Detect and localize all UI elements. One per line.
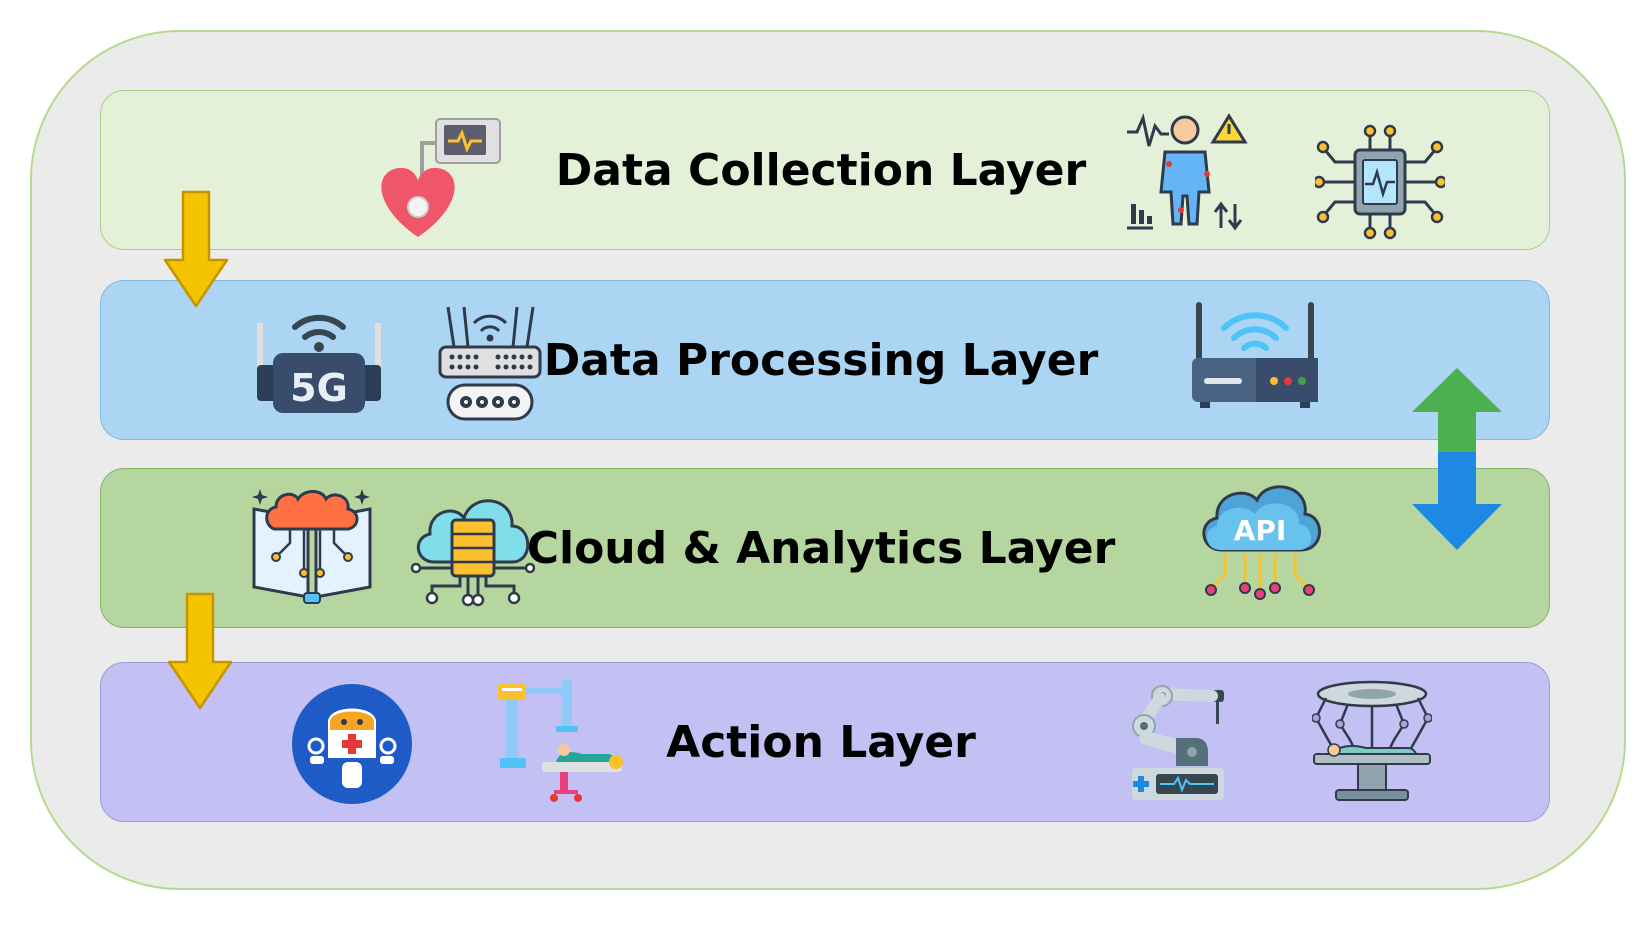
ai-brain-book-icon [252, 489, 372, 604]
flow-down-arrow [167, 592, 233, 710]
up-arrow-icon [1412, 368, 1502, 464]
data-collection-layer: Data Collection Layer [100, 90, 1550, 250]
layer-title: Action Layer [666, 717, 976, 768]
wifi-router-icon [1192, 302, 1318, 408]
5g-label: 5G [290, 366, 348, 410]
network-router-conveyor-icon [438, 306, 542, 421]
layer-title: Data Collection Layer [555, 145, 1087, 196]
api-cloud-icon: API [1202, 485, 1321, 600]
cloud-server-icon [410, 499, 535, 607]
robot-arm-heartbeat-icon [1132, 685, 1224, 800]
flow-down-arrow [163, 190, 229, 308]
heart-monitor-icon [381, 118, 501, 237]
wearable-body-sensors-icon [1127, 113, 1248, 231]
robotic-arm-bed-icon [498, 680, 623, 802]
api-label: API [1234, 514, 1287, 547]
down-arrow-icon [1412, 452, 1502, 550]
medical-robot-icon [292, 684, 412, 804]
surgical-robot-icon [1312, 680, 1432, 801]
medical-chip-icon [1315, 124, 1445, 240]
layer-title: Data Processing Layer [543, 335, 1099, 386]
bidirectional-arrow [1412, 368, 1502, 550]
layer-title: Cloud & Analytics Layer [526, 523, 1116, 574]
5g-router-icon: 5G [257, 314, 381, 413]
